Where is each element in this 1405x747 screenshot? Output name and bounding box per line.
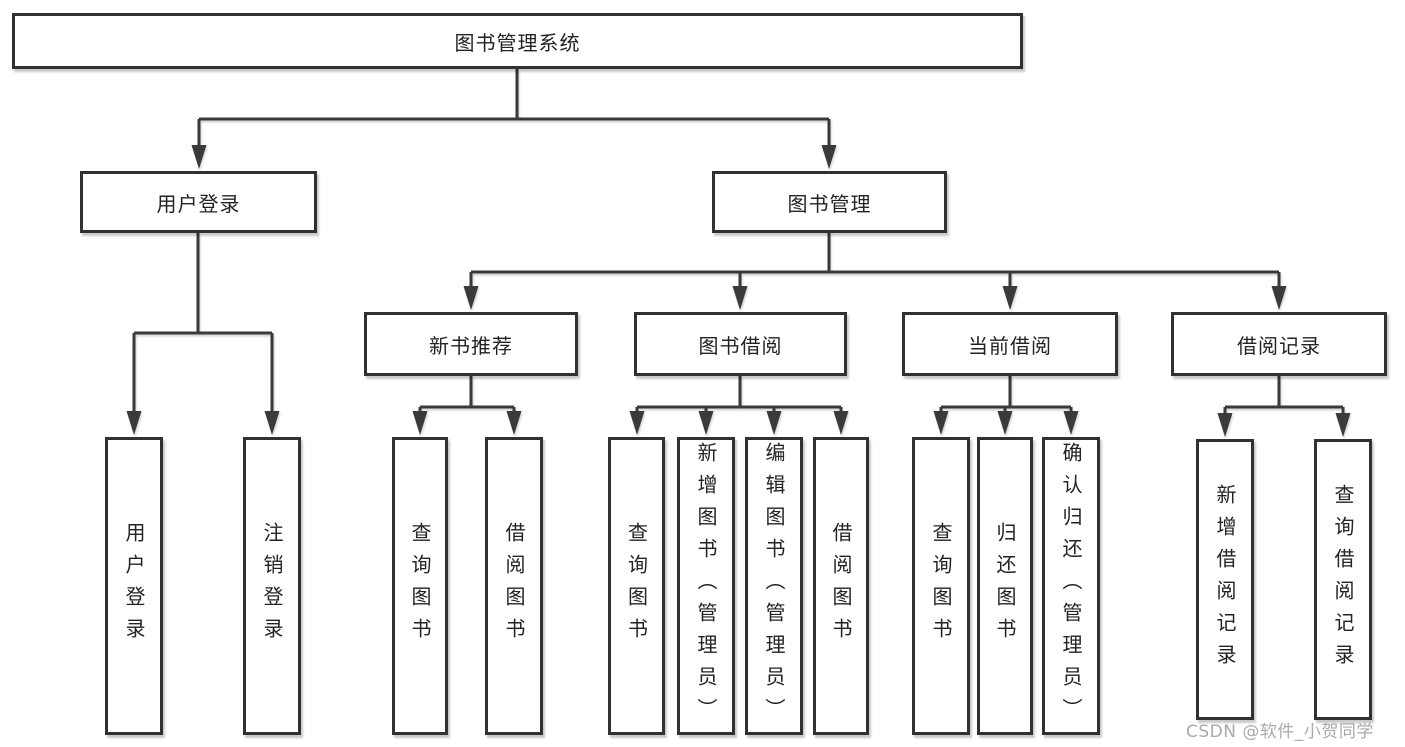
node-label: 当前借阅 [968, 333, 1052, 358]
connector-user-login [126, 233, 280, 435]
node-new-book-recommend: 新书推荐 [364, 312, 578, 376]
node-label: 查询借阅记录 [1331, 483, 1355, 676]
leaf-logout: 注销登录 [243, 437, 301, 735]
leaf-user-login: 用户登录 [105, 437, 163, 735]
node-label: 查询图书 [624, 522, 649, 650]
node-book-borrow: 图书借阅 [634, 312, 847, 376]
leaf-query-books-current: 查询图书 [912, 437, 970, 735]
arrowhead [264, 411, 280, 435]
leaf-borrow-books-recommend: 借阅图书 [485, 437, 543, 735]
node-label: 图书管理 [787, 191, 872, 216]
leaf-query-borrow-record: 查询借阅记录 [1314, 439, 1372, 720]
connector-root [191, 69, 837, 169]
leaf-confirm-return-admin: 确认归还（管理员） [1042, 437, 1100, 735]
arrowhead [1217, 413, 1233, 437]
arrowhead [933, 411, 949, 435]
node-label: 编辑图书（管理员） [762, 442, 786, 730]
leaf-query-books-borrow: 查询图书 [608, 437, 665, 735]
arrowhead [997, 411, 1013, 435]
node-user-login: 用户登录 [80, 171, 317, 233]
node-label: 新增图书（管理员） [694, 442, 718, 730]
node-label: 注销登录 [260, 522, 284, 650]
node-label: 查询图书 [408, 522, 432, 650]
connector-book-management [463, 233, 1287, 310]
arrowhead [833, 411, 849, 435]
node-label: 新书推荐 [429, 333, 513, 358]
arrowhead [698, 411, 714, 435]
arrowhead [506, 411, 522, 435]
leaf-borrow-books: 借阅图书 [813, 437, 869, 735]
node-label: 用户登录 [156, 191, 241, 216]
node-root: 图书管理系统 [12, 13, 1023, 69]
node-current-borrow: 当前借阅 [902, 312, 1118, 376]
node-label: 图书管理系统 [454, 30, 581, 55]
node-borrow-records: 借阅记录 [1171, 312, 1387, 376]
leaf-query-books-recommend: 查询图书 [392, 437, 448, 735]
arrowhead [629, 411, 645, 435]
arrowhead [126, 411, 142, 435]
arrowhead [1063, 411, 1079, 435]
node-book-management: 图书管理 [712, 171, 947, 233]
arrowhead [1002, 286, 1018, 310]
arrowhead [821, 145, 837, 169]
arrowhead [191, 145, 207, 169]
leaf-add-book-admin: 新增图书（管理员） [677, 437, 735, 735]
leaf-add-borrow-record: 新增借阅记录 [1196, 439, 1254, 720]
arrowhead [1335, 413, 1351, 437]
connector-borrow-records [1217, 376, 1351, 437]
node-label: 查询图书 [929, 522, 953, 650]
node-label: 用户登录 [122, 522, 146, 650]
connector-new-book-recommend [412, 376, 522, 435]
watermark: CSDN @软件_小贺同学 [1186, 722, 1374, 742]
arrowhead [1271, 286, 1287, 310]
node-label: 新增借阅记录 [1213, 483, 1237, 676]
node-label: 确认归还（管理员） [1059, 442, 1083, 730]
node-label: 借阅图书 [829, 522, 853, 650]
leaf-return-books: 归还图书 [977, 437, 1033, 735]
node-label: 借阅记录 [1237, 333, 1321, 358]
arrowhead [463, 286, 479, 310]
arrowhead [732, 286, 748, 310]
connector-current-borrow [933, 376, 1079, 435]
node-label: 归还图书 [993, 522, 1017, 650]
leaf-edit-book-admin: 编辑图书（管理员） [745, 437, 803, 735]
node-label: 借阅图书 [502, 522, 526, 650]
arrowhead [766, 411, 782, 435]
connector-book-borrow [629, 376, 849, 435]
node-label: 图书借阅 [698, 333, 783, 358]
arrowhead [412, 411, 428, 435]
